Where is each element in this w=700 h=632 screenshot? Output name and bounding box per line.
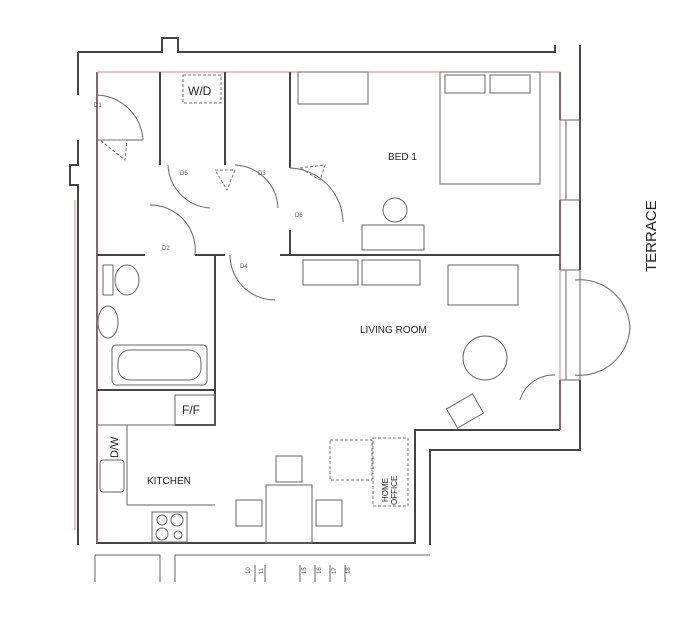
fridge-freezer-label: F/F <box>182 403 200 417</box>
washer-dryer-label: W/D <box>188 84 212 98</box>
door-label: D6 <box>295 213 303 219</box>
door-label: D3 <box>258 171 266 177</box>
bathroom-fixtures <box>97 264 208 386</box>
door-label: D2 <box>162 246 170 252</box>
room-label-living: LIVING ROOM <box>360 325 427 336</box>
living-furniture <box>302 259 519 507</box>
stair-number: 15 <box>302 567 308 574</box>
room-label-home-office: OFFICE <box>390 476 399 505</box>
door-label: D1 <box>94 103 102 109</box>
stair-number: 11 <box>259 567 265 574</box>
stair-number: 17 <box>332 567 338 574</box>
dishwasher-label: D/W <box>109 436 121 458</box>
door-label: D4 <box>240 264 248 270</box>
kitchen-furniture <box>99 455 343 544</box>
washer-dryer-box <box>182 74 222 104</box>
outer-walls <box>69 37 581 582</box>
fridge-freezer-box <box>174 394 216 426</box>
room-label-home-office: HOME <box>381 478 390 502</box>
room-label-bed1: BED 1 <box>388 152 417 163</box>
stairs: 10 11 15 16 17 18 <box>246 565 352 582</box>
bed1-furniture <box>297 71 541 251</box>
stair-number: 16 <box>317 567 323 574</box>
doors: D1 D2 D3 D4 D5 D6 <box>94 94 631 401</box>
stair-number: 18 <box>346 567 352 574</box>
terrace-label: TERRACE <box>643 200 660 272</box>
door-label: D5 <box>180 171 188 177</box>
stair-number: 10 <box>246 567 252 574</box>
interior-walls <box>97 72 560 506</box>
room-label-kitchen: KITCHEN <box>147 476 191 487</box>
